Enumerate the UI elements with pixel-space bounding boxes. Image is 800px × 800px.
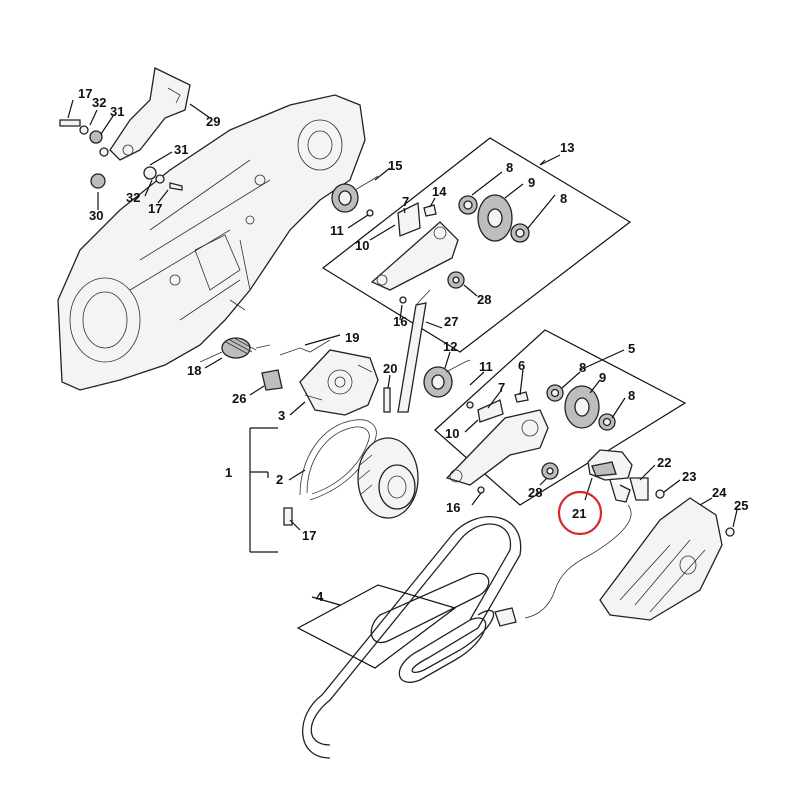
label-11: 11 (330, 223, 344, 238)
label-27: 27 (444, 314, 458, 329)
label-8: 8 (560, 191, 567, 206)
label-7: 7 (498, 380, 505, 395)
label-6: 6 (518, 358, 525, 373)
label-25: 25 (734, 498, 748, 513)
pulley (357, 437, 419, 519)
highlight-circle (557, 490, 603, 536)
bolt-23 (655, 489, 665, 499)
bracket-line-1-ticks (250, 427, 278, 553)
label-17: 17 (148, 201, 162, 216)
spring-15 (331, 175, 379, 213)
label-32: 32 (92, 95, 106, 110)
label-11: 11 (479, 359, 493, 374)
pin-20 (383, 387, 391, 413)
label-2: 2 (276, 472, 283, 487)
nut-28-lower (541, 462, 559, 480)
bolt-25 (725, 527, 735, 537)
label-17: 17 (302, 528, 316, 543)
label-8: 8 (506, 160, 513, 175)
label-12: 12 (443, 339, 457, 354)
spring-12 (423, 359, 471, 398)
spring-18 (199, 337, 271, 363)
label-28: 28 (477, 292, 491, 307)
label-16: 16 (446, 500, 460, 515)
label-18: 18 (187, 363, 201, 378)
rod-27 (397, 289, 431, 413)
label-30: 30 (89, 208, 103, 223)
label-10: 10 (445, 426, 459, 441)
part-26 (261, 369, 283, 391)
label-16: 16 (393, 314, 407, 329)
belt-frame-4 (296, 584, 457, 669)
label-3: 3 (278, 408, 285, 423)
bracket-22 (629, 477, 649, 501)
nut-28-upper (447, 271, 465, 289)
assembly-13-group (321, 137, 632, 353)
main-housing-illustration (57, 94, 366, 391)
band-2 (299, 419, 377, 501)
assembly-5-group (434, 329, 687, 506)
label-9: 9 (599, 370, 606, 385)
label-28: 28 (528, 485, 542, 500)
label-31: 31 (174, 142, 188, 157)
label-8: 8 (579, 360, 586, 375)
label-26: 26 (232, 391, 246, 406)
label-5: 5 (628, 341, 635, 356)
label-9: 9 (528, 175, 535, 190)
bracket-29 (109, 67, 191, 161)
label-32: 32 (126, 190, 140, 205)
housing-3 (299, 349, 379, 416)
label-17: 17 (78, 86, 92, 101)
label-1: 1 (225, 465, 232, 480)
label-19: 19 (345, 330, 359, 345)
belt-4 (302, 516, 522, 759)
label-29: 29 (206, 114, 220, 129)
sensor-21 (494, 449, 633, 627)
label-23: 23 (682, 469, 696, 484)
hardware-upper-left (59, 119, 183, 191)
spring-19 (279, 339, 331, 356)
part-labels: 17 32 31 29 31 32 17 30 15 11 10 7 14 8 … (78, 86, 748, 604)
label-20: 20 (383, 361, 397, 376)
label-14: 14 (432, 184, 447, 199)
label-22: 22 (657, 455, 671, 470)
label-13: 13 (560, 140, 574, 155)
label-8: 8 (628, 388, 635, 403)
bracket-24 (599, 497, 723, 621)
pin-16-lower (477, 486, 485, 494)
label-31: 31 (110, 104, 124, 119)
label-15: 15 (388, 158, 402, 173)
leader-lines (67, 99, 738, 606)
label-7: 7 (402, 194, 409, 209)
label-4: 4 (316, 589, 324, 604)
label-10: 10 (355, 238, 369, 253)
pin-16-upper (399, 296, 407, 304)
label-24: 24 (712, 485, 727, 500)
label-21: 21 (572, 506, 586, 521)
bolt-17-lower (283, 507, 293, 526)
